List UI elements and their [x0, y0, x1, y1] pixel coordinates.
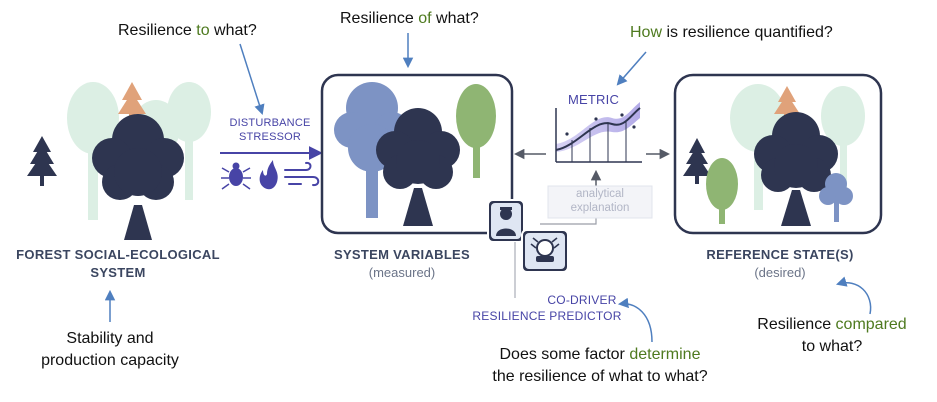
green-tree-system — [456, 84, 496, 178]
disturbance-label: DISTURBANCE STRESSOR — [229, 117, 311, 143]
mint-tree-ref-left — [730, 84, 786, 210]
forest-system-label: FOREST SOCIAL-ECOLOGICAL SYSTEM — [16, 247, 220, 280]
periwinkle-tree-ref — [819, 173, 853, 222]
forest-trees — [27, 82, 211, 240]
person-icon — [487, 199, 525, 243]
compared-arrow — [835, 276, 872, 315]
dark-oak-ref — [754, 112, 838, 226]
fire-icon — [259, 160, 278, 190]
question-how: How is resilience quantified? — [630, 24, 833, 41]
reference-state-label: REFERENCE STATE(S) (desired) — [706, 247, 854, 280]
reference-trees — [683, 84, 865, 226]
analytical-box — [547, 185, 653, 219]
dark-oak-system — [376, 108, 460, 226]
green-tree-ref — [706, 158, 738, 224]
co-driver-label: CO-DRIVER RESILIENCE PREDICTOR — [472, 293, 622, 323]
question-to-what: Resilience to what? — [118, 22, 257, 39]
system-trees — [334, 82, 496, 226]
to-what-arrow — [239, 43, 265, 116]
big-dark-oak-tree — [92, 114, 184, 240]
mint-tree-ref-right — [821, 86, 865, 190]
question-of-what: Resilience of what? — [340, 10, 479, 27]
analytical-explanation-label: analytical explanation — [570, 188, 630, 214]
crystal-ball-icon — [521, 229, 569, 273]
metric-chart-icon — [546, 102, 646, 168]
system-variables-label: SYSTEM VARIABLES (measured) — [333, 247, 471, 280]
metric-label: METRIC — [568, 92, 620, 107]
beetle-icon — [221, 162, 251, 190]
wind-icon — [284, 161, 320, 187]
small-dark-fir-tree — [27, 136, 57, 186]
question-determine: Does some factor determine the resilienc… — [492, 346, 708, 385]
stability-label: Stability and production capacity — [41, 330, 179, 369]
mint-tree-left — [67, 82, 119, 220]
dark-fir-ref — [683, 138, 711, 184]
how-arrow — [616, 51, 647, 86]
question-compared: Resilience compared to what? — [757, 316, 907, 355]
analytical-connector — [540, 218, 597, 225]
determine-arrow — [617, 297, 653, 343]
